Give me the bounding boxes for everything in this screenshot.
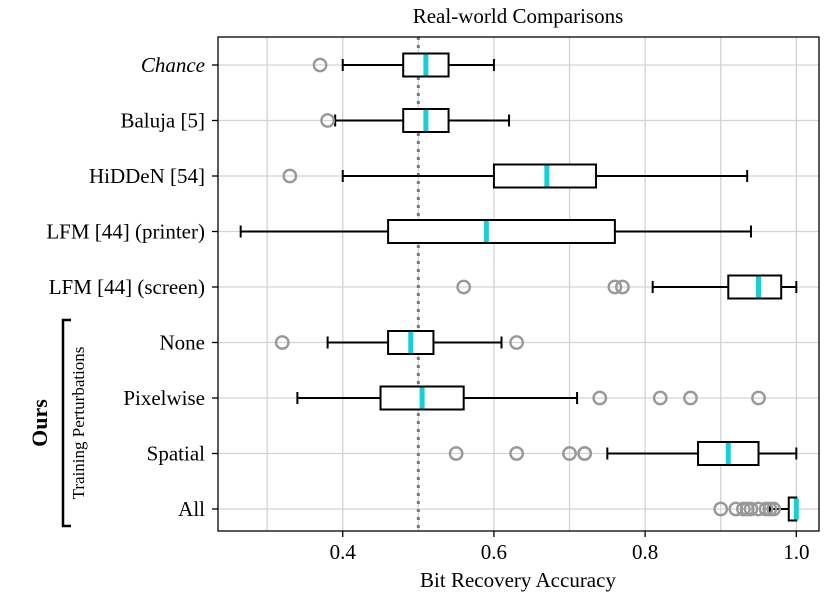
- outlier-point: [448, 446, 464, 461]
- x-axis-ticks: 0.4 0.6 0.8 1.0: [330, 531, 809, 564]
- box-lfm-44-screen: [456, 274, 798, 300]
- category-label: All: [178, 497, 205, 521]
- group-bracket-line: [61, 318, 71, 528]
- category-label: None: [160, 331, 206, 355]
- box-pixelwise: [296, 385, 766, 411]
- category-label: HiDDeN [54]: [89, 164, 205, 188]
- box-baluja-5: [320, 108, 511, 133]
- outlier-point: [562, 446, 577, 461]
- box-hidden-54: [282, 163, 749, 189]
- box-chance: [312, 52, 495, 78]
- x-tick-label: 0.6: [481, 540, 507, 564]
- x-tick-label: 0.4: [330, 540, 357, 564]
- iqr-box: [727, 274, 783, 300]
- outlier-point: [320, 113, 336, 128]
- iqr-box: [387, 219, 616, 244]
- category-label: Pixelwise: [123, 386, 205, 410]
- outlier-point: [509, 335, 525, 350]
- category-label: Baluja [5]: [120, 109, 205, 133]
- category-label: LFM [44] (screen): [49, 275, 205, 299]
- outlier-point: [615, 279, 630, 295]
- category-label: Spatial: [147, 442, 205, 466]
- box-spatial: [448, 441, 798, 466]
- outlier-point: [652, 390, 668, 406]
- x-tick-label: 0.8: [632, 540, 658, 564]
- outlier-point: [456, 279, 472, 295]
- outlier-point: [274, 335, 290, 350]
- outlier-point: [751, 390, 766, 406]
- box-all: [713, 496, 799, 522]
- category-label: LFM [44] (printer): [46, 220, 205, 244]
- group-label: Ours: [27, 399, 52, 447]
- outlier-point: [743, 501, 759, 517]
- box-lfm-44-printer: [239, 219, 752, 244]
- outlier-point: [509, 446, 525, 461]
- box-series: [239, 52, 799, 522]
- group-sublabel: Training Perturbations: [69, 347, 88, 500]
- plot-frame: [217, 36, 820, 532]
- outlier-point: [713, 501, 729, 517]
- outlier-point: [592, 390, 608, 406]
- box-none: [274, 330, 525, 355]
- group-bracket: Ours Training Perturbations: [27, 318, 88, 528]
- chart-title: Real-world Comparisons: [413, 4, 624, 28]
- outlier-point: [607, 279, 623, 295]
- outlier-point: [683, 390, 698, 406]
- outlier-point: [312, 57, 328, 73]
- outlier-point: [766, 501, 782, 517]
- category-label: Chance: [141, 53, 205, 77]
- x-tick-label: 1.0: [783, 540, 809, 564]
- x-axis-label: Bit Recovery Accuracy: [420, 568, 616, 592]
- outlier-point: [282, 168, 298, 184]
- outlier-point: [577, 446, 593, 461]
